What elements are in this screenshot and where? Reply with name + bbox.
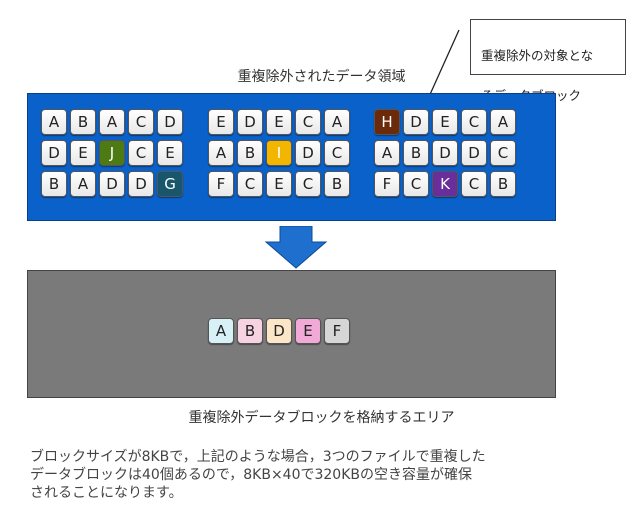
data-block: A xyxy=(41,109,67,135)
data-block: C xyxy=(128,109,154,135)
data-block: D xyxy=(128,171,154,197)
deduplicated-area-title: 重複除外されたデータ領域 xyxy=(237,69,406,85)
data-block: B xyxy=(70,109,96,135)
data-block: A xyxy=(324,109,350,135)
data-block: C xyxy=(295,109,321,135)
data-block: D xyxy=(461,140,487,166)
data-block: C xyxy=(237,171,263,197)
description-line-1: ブロックサイズが8KBで，上記のような場合，3つのファイルで重複した xyxy=(30,449,486,465)
down-arrow-icon xyxy=(264,226,328,269)
highlighted-data-block: I xyxy=(266,140,292,166)
data-block: C xyxy=(324,140,350,166)
data-block: B xyxy=(237,140,263,166)
data-block: C xyxy=(461,171,487,197)
stored-block: D xyxy=(266,318,292,344)
highlighted-data-block: K xyxy=(432,171,458,197)
data-block: D xyxy=(432,140,458,166)
data-block: D xyxy=(295,140,321,166)
highlighted-data-block: J xyxy=(99,140,125,166)
data-block: D xyxy=(99,171,125,197)
data-block: E xyxy=(266,171,292,197)
data-block: E xyxy=(266,109,292,135)
data-block: D xyxy=(157,109,183,135)
data-block: B xyxy=(324,171,350,197)
data-block: C xyxy=(128,140,154,166)
stored-block: A xyxy=(208,318,234,344)
data-block: C xyxy=(490,140,516,166)
data-block: F xyxy=(208,171,234,197)
data-block: A xyxy=(70,171,96,197)
data-block: B xyxy=(403,140,429,166)
data-block: E xyxy=(70,140,96,166)
data-block: E xyxy=(208,109,234,135)
callout-line-1: 重複除外の対象とな xyxy=(481,48,594,63)
stored-block: E xyxy=(295,318,321,344)
stored-block: F xyxy=(324,318,350,344)
data-block: A xyxy=(374,140,400,166)
data-block: D xyxy=(403,109,429,135)
highlighted-data-block: G xyxy=(157,171,183,197)
data-block: C xyxy=(295,171,321,197)
data-block: A xyxy=(99,109,125,135)
highlighted-data-block: H xyxy=(374,109,400,135)
storage-area-caption: 重複除外データブロックを格納するエリア xyxy=(188,410,455,426)
description-text: ブロックサイズが8KBで，上記のような場合，3つのファイルで重複した データブロ… xyxy=(30,448,620,502)
data-block: A xyxy=(208,140,234,166)
data-block: C xyxy=(403,171,429,197)
data-block: E xyxy=(157,140,183,166)
description-line-2: データブロックは40個あるので，8KB×40で320KBの空き容量が確保 xyxy=(30,467,472,483)
data-block: B xyxy=(490,171,516,197)
data-block: C xyxy=(461,109,487,135)
data-block: A xyxy=(490,109,516,135)
description-line-3: されることになります。 xyxy=(30,485,183,501)
data-block: F xyxy=(374,171,400,197)
data-block: B xyxy=(41,171,67,197)
stored-block: B xyxy=(237,318,263,344)
data-block: E xyxy=(432,109,458,135)
data-block: D xyxy=(237,109,263,135)
data-block: D xyxy=(41,140,67,166)
callout-box: 重複除外の対象とな るデータブロック xyxy=(470,19,626,103)
